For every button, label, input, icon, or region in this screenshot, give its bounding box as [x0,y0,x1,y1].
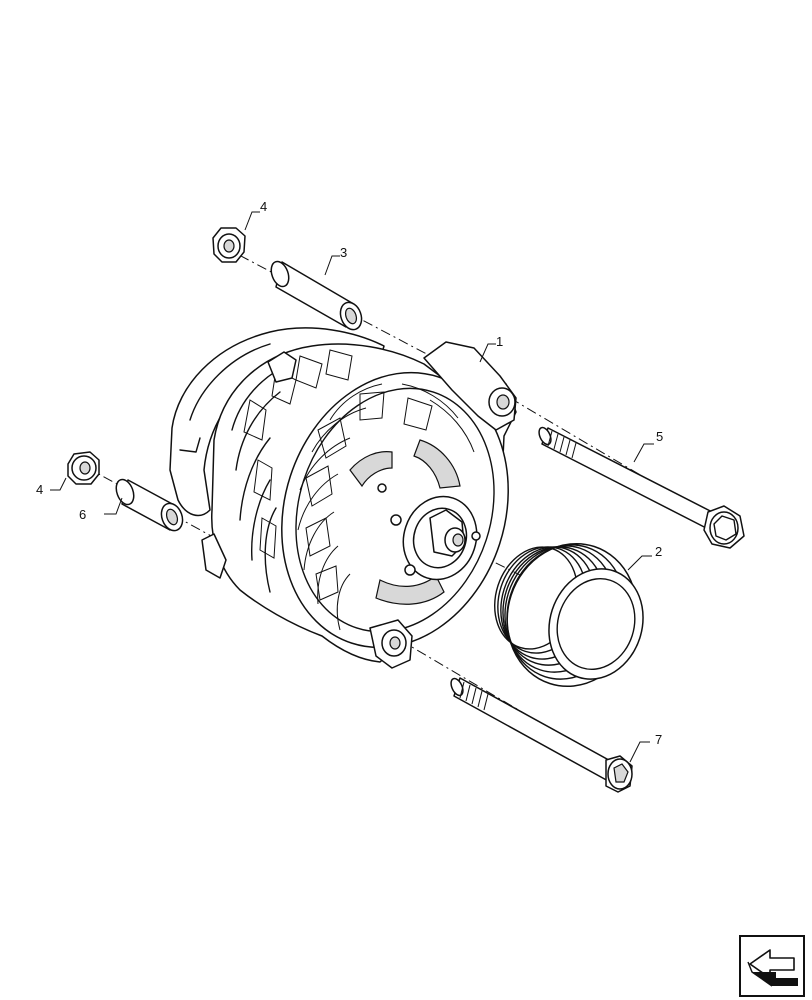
callout-1: 1 [479,334,503,363]
callout-label: 2 [655,544,662,559]
callout-label: 5 [656,429,663,444]
bolt-lower [450,677,633,793]
callout-label: 1 [496,334,503,349]
flange-nut-upper [212,227,246,263]
back-arrow-icon[interactable] [739,935,805,997]
bushing-sleeve [115,478,184,532]
callout-5: 5 [633,429,663,463]
pulley [494,542,644,688]
callout-4-upper: 4 [244,199,267,231]
callout-label: 7 [655,732,662,747]
alternator-assembly [169,327,517,669]
callout-4-lower: 4 [36,477,67,497]
callout-3: 3 [324,245,347,276]
callout-2: 2 [627,544,662,571]
callout-label: 4 [36,482,43,497]
callout-7: 7 [629,732,662,763]
callout-6: 6 [79,497,123,522]
bolt-upper [538,426,745,549]
flange-nut-lower [67,451,100,485]
callout-label: 6 [79,507,86,522]
callout-label: 3 [340,245,347,260]
spacer-sleeve [270,260,363,331]
callout-label: 4 [260,199,267,214]
